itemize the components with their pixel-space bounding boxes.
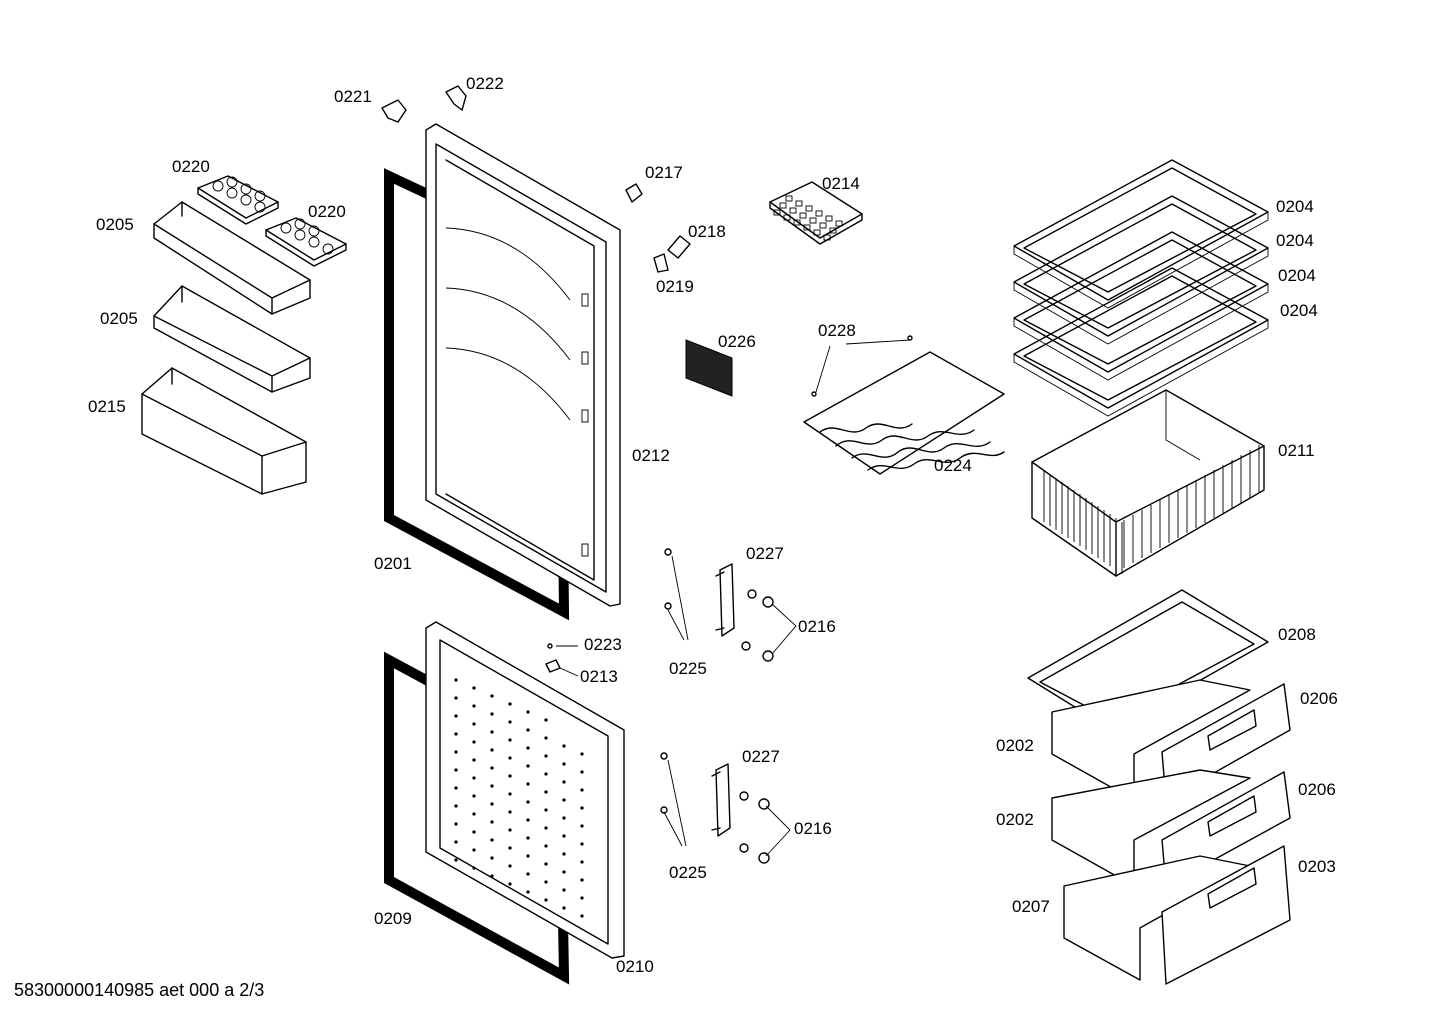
part-label-0228: 0228 <box>818 321 856 340</box>
door-handle-upper-0227 <box>715 563 735 637</box>
door-handle-lower-0227 <box>711 763 731 837</box>
part-label-0227-b: 0227 <box>742 747 780 766</box>
part-label-0205-b: 0205 <box>100 309 138 328</box>
part-label-0219: 0219 <box>656 277 694 296</box>
crisper-drawer-0211 <box>1031 389 1265 577</box>
part-label-0209: 0209 <box>374 909 412 928</box>
part-label-0208: 0208 <box>1278 625 1316 644</box>
ice-tray-cells <box>773 195 843 241</box>
door-shelf-0205-lower <box>153 285 311 393</box>
part-label-0204-d: 0204 <box>1280 301 1318 320</box>
part-label-0225-b: 0225 <box>669 863 707 882</box>
label-plate-0226 <box>685 339 733 397</box>
part-label-0202-a: 0202 <box>996 736 1034 755</box>
part-label-0204-b: 0204 <box>1276 231 1314 250</box>
part-labels: 0221 0222 0220 0220 0205 0205 0215 0217 … <box>88 74 1338 976</box>
drawer-body-0207 <box>1063 855 1251 981</box>
part-label-0206-a: 0206 <box>1300 689 1338 708</box>
document-id: 58300000140985 aet 000 a 2/3 <box>14 980 265 1000</box>
part-label-0225-a: 0225 <box>669 659 707 678</box>
drawer-body-0202-upper <box>1051 679 1251 801</box>
clip-0219 <box>653 253 669 273</box>
clip-0218 <box>667 235 691 259</box>
part-label-0202-b: 0202 <box>996 810 1034 829</box>
part-label-0205-a: 0205 <box>96 215 134 234</box>
part-label-0214: 0214 <box>822 174 860 193</box>
crisper-ribs <box>1043 445 1260 574</box>
egg-tray-0220-upper <box>197 175 279 225</box>
part-label-0204-c: 0204 <box>1278 266 1316 285</box>
door-shelf-0205-upper <box>153 201 311 315</box>
part-label-0204-a: 0204 <box>1276 197 1314 216</box>
part-label-0220-a: 0220 <box>172 157 210 176</box>
upper-door-0212 <box>425 123 621 607</box>
part-label-0211: 0211 <box>1278 441 1315 460</box>
part-label-0216-a: 0216 <box>798 617 836 636</box>
part-label-0222: 0222 <box>466 74 504 93</box>
bottle-rack-0224 <box>803 335 1005 475</box>
part-label-0206-b: 0206 <box>1298 780 1336 799</box>
part-label-0215: 0215 <box>88 397 126 416</box>
hinge-cover-0221 <box>381 99 407 123</box>
door-liner-dots <box>454 678 584 918</box>
part-label-0218: 0218 <box>688 222 726 241</box>
part-label-0207: 0207 <box>1012 897 1050 916</box>
part-label-0213: 0213 <box>580 667 618 686</box>
part-label-0212: 0212 <box>632 446 670 465</box>
drawer-body-0202-lower <box>1051 769 1251 887</box>
clip-0217 <box>625 183 643 203</box>
part-label-0226: 0226 <box>718 332 756 351</box>
part-label-0216-b: 0216 <box>794 819 832 838</box>
part-label-0210: 0210 <box>616 957 654 976</box>
part-label-0220-b: 0220 <box>308 202 346 221</box>
part-label-0224: 0224 <box>934 456 972 475</box>
lower-door-0210 <box>425 621 625 959</box>
screws-0216-0225 <box>545 548 774 864</box>
leader-lines <box>556 339 911 857</box>
egg-tray-0220-lower <box>265 217 347 267</box>
glass-shelves-0204 <box>1013 159 1269 417</box>
ice-tray-0214 <box>769 181 863 245</box>
door-bin-0215 <box>141 367 307 495</box>
part-label-0203: 0203 <box>1298 857 1336 876</box>
part-label-0227-a: 0227 <box>746 544 784 563</box>
part-label-0217: 0217 <box>645 163 683 182</box>
part-label-0201: 0201 <box>374 554 412 573</box>
drawer-front-0203 <box>1161 845 1291 985</box>
hinge-0222 <box>445 85 467 111</box>
part-label-0223: 0223 <box>584 635 622 654</box>
part-label-0221: 0221 <box>334 87 372 106</box>
